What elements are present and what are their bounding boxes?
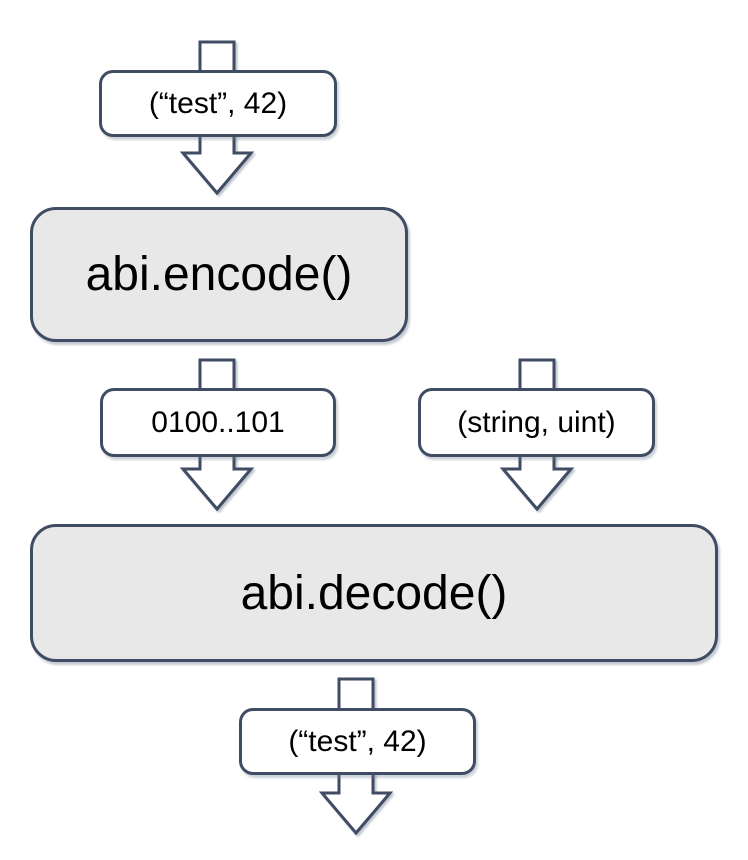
node-output-tuple: (“test”, 42)	[239, 708, 476, 775]
node-type-signature: (string, uint)	[418, 388, 655, 457]
node-input-tuple: (“test”, 42)	[99, 70, 337, 137]
node-abi-decode: abi.decode()	[30, 524, 718, 662]
node-encoded-bytes: 0100..101	[100, 388, 336, 457]
node-abi-encode: abi.encode()	[30, 207, 408, 342]
